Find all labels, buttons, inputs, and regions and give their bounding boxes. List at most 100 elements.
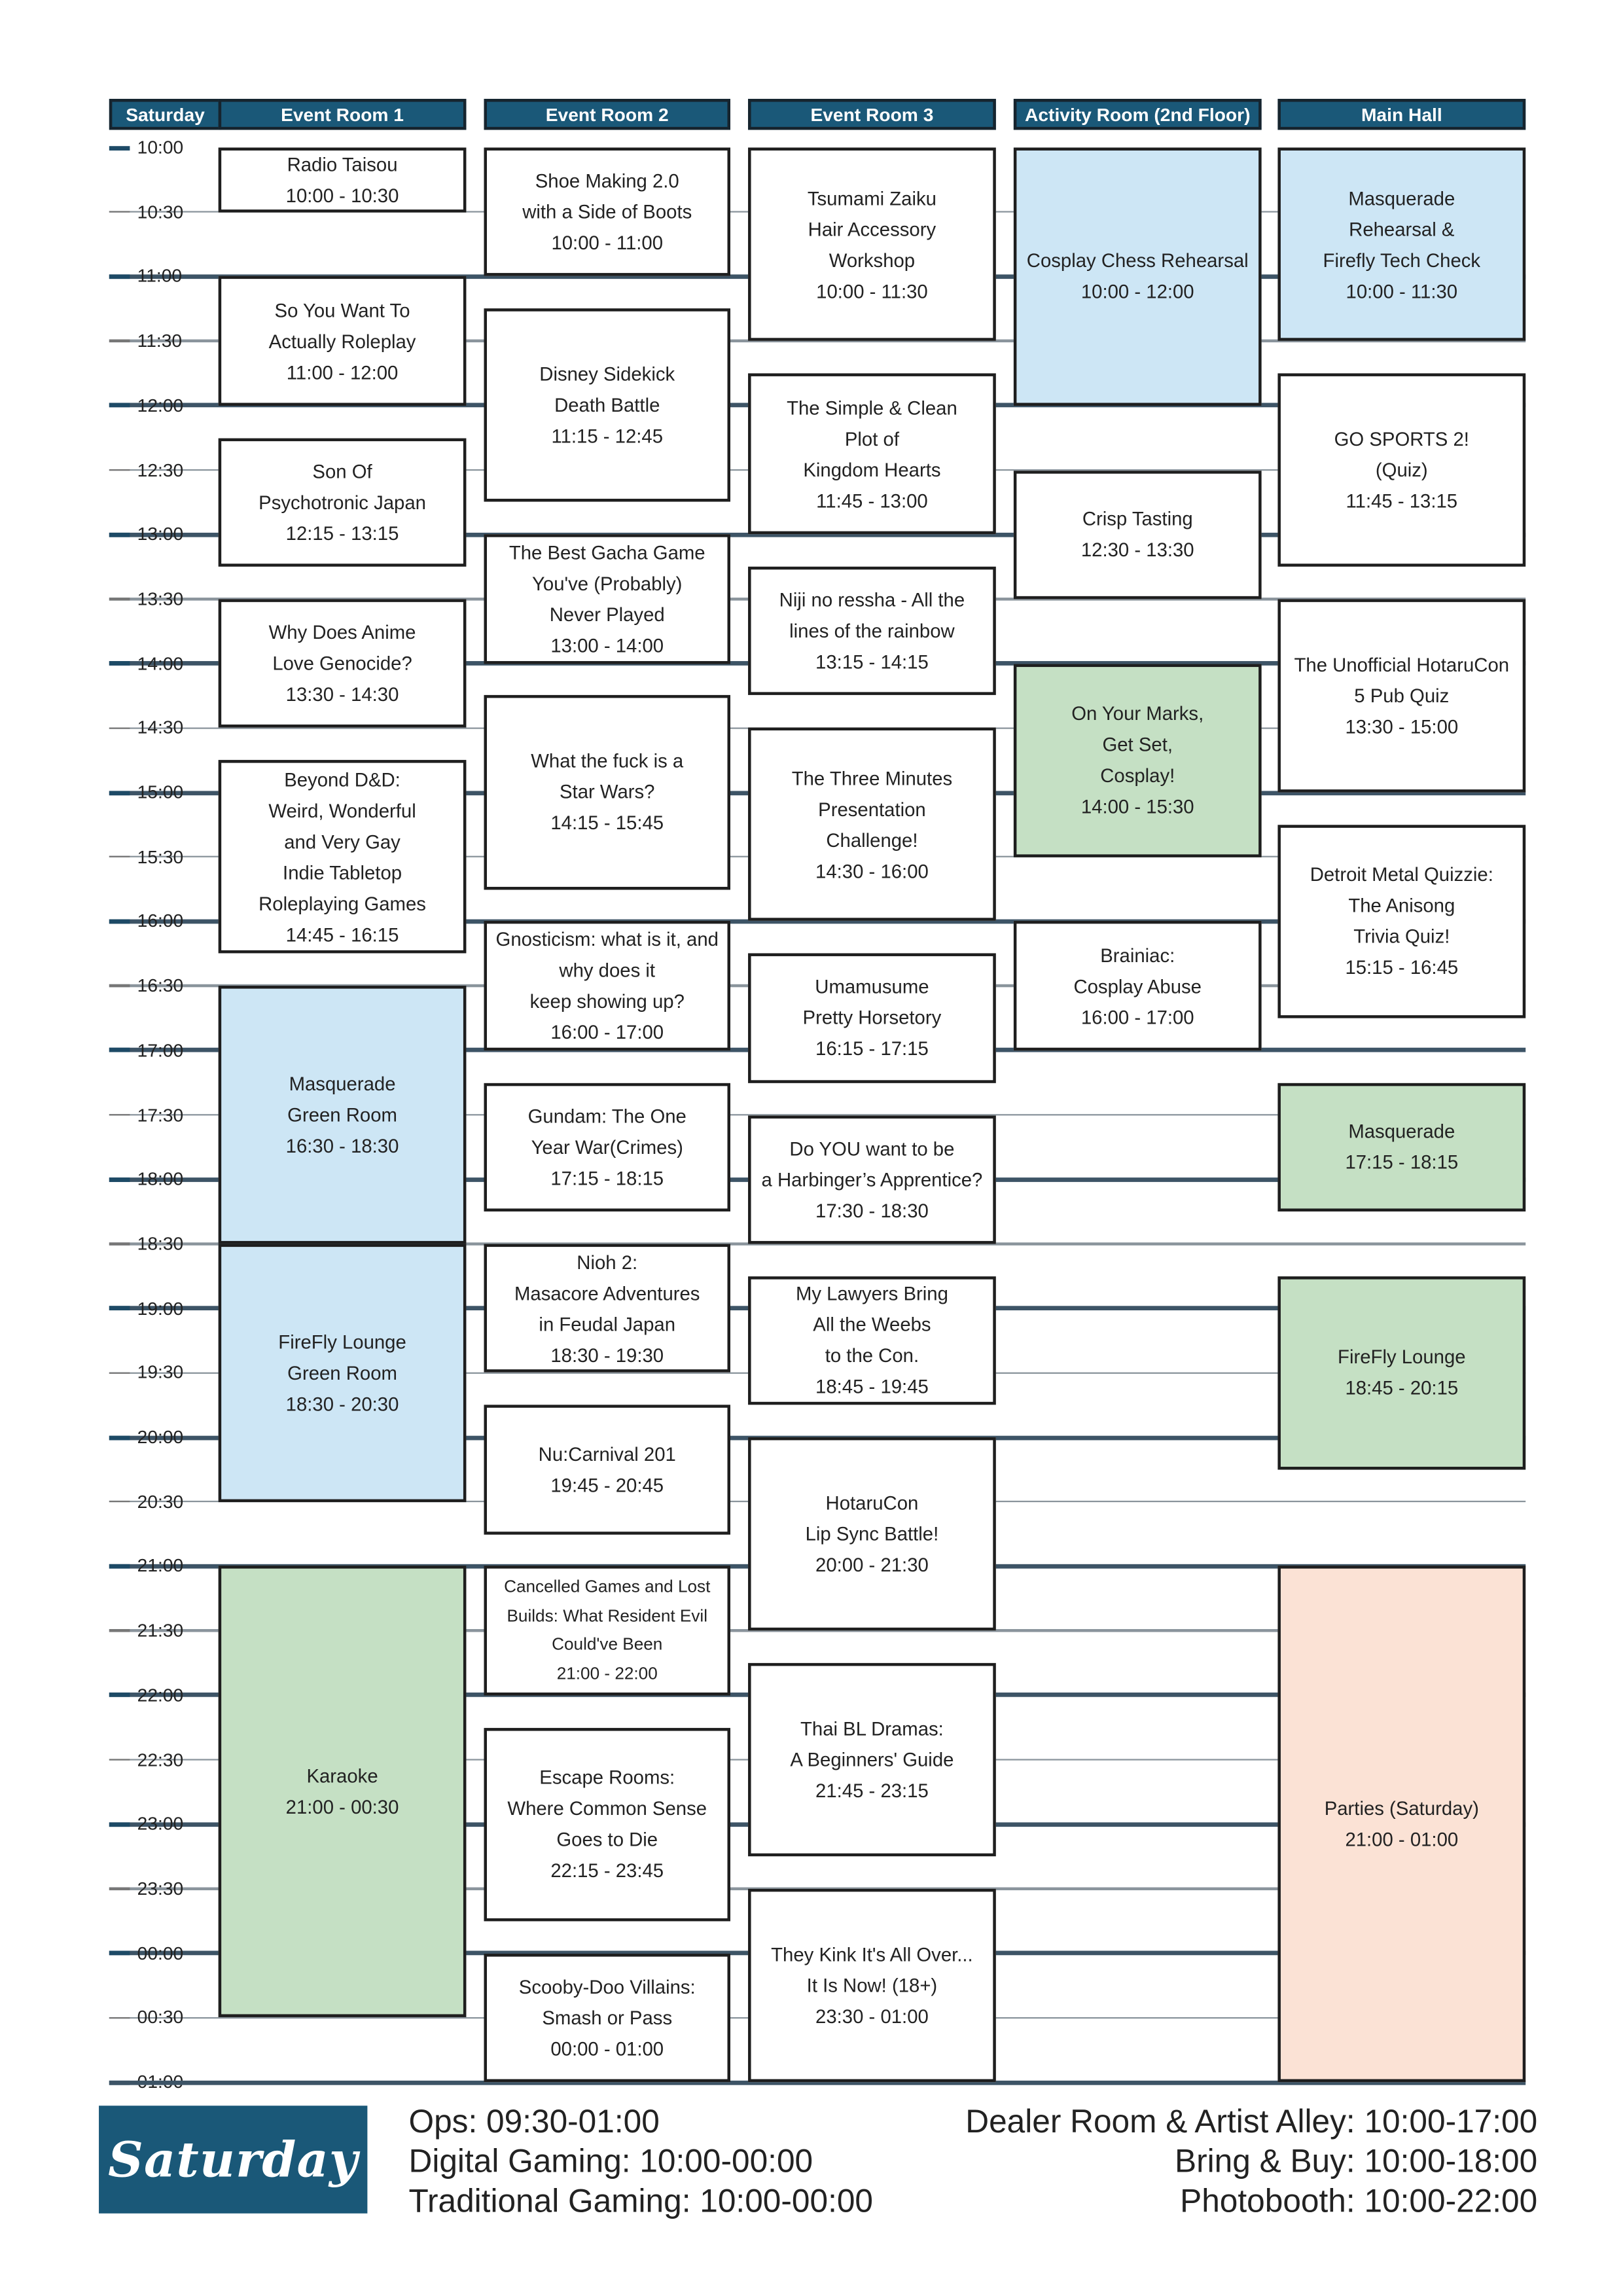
event-title-line: Parties (Saturday) bbox=[1324, 1797, 1479, 1820]
time-tick bbox=[109, 211, 130, 213]
time-label: 18:00 bbox=[137, 1169, 184, 1190]
time-label: 18:30 bbox=[137, 1233, 184, 1255]
day-logo: Saturday bbox=[99, 2106, 368, 2214]
event-title-line: Death Battle bbox=[554, 394, 660, 417]
day-header: Saturday bbox=[109, 99, 222, 130]
event-title-line: Weird, Wonderful bbox=[268, 799, 416, 822]
event-time: 14:45 - 16:15 bbox=[285, 923, 399, 946]
time-label: 17:00 bbox=[137, 1039, 184, 1061]
event-title-line: Kingdom Hearts bbox=[803, 458, 941, 480]
time-label: 20:30 bbox=[137, 1491, 184, 1513]
event-time: 12:30 - 13:30 bbox=[1080, 539, 1194, 562]
event-title-line: Do YOU want to be bbox=[789, 1137, 955, 1160]
grid-line bbox=[109, 1629, 1526, 1632]
event-time: 11:45 - 13:00 bbox=[816, 489, 928, 512]
event-title-line: Masquerade bbox=[1348, 187, 1455, 209]
time-tick bbox=[109, 726, 130, 729]
event-time: 21:45 - 23:15 bbox=[815, 1779, 929, 1802]
event-title-line: Year War(Crimes) bbox=[531, 1136, 683, 1158]
room-header-5: Main Hall bbox=[1277, 99, 1526, 130]
event-block: GO SPORTS 2!(Quiz)11:45 - 13:15 bbox=[1277, 373, 1526, 567]
event-time: 18:45 - 20:15 bbox=[1345, 1377, 1459, 1399]
time-tick bbox=[109, 532, 130, 537]
time-tick bbox=[109, 855, 130, 858]
event-title-line: Beyond D&D: bbox=[284, 768, 401, 791]
event-time: 10:00 - 11:30 bbox=[816, 279, 928, 302]
time-tick bbox=[109, 145, 130, 150]
event-title-line: The Simple & Clean bbox=[787, 396, 957, 419]
time-label: 00:00 bbox=[137, 1943, 184, 1964]
event-time: 20:00 - 21:30 bbox=[815, 1554, 929, 1576]
time-label: 21:00 bbox=[137, 1556, 184, 1577]
event-title-line: Builds: What Resident Evil bbox=[507, 1606, 708, 1626]
event-title-line: Cancelled Games and Lost bbox=[504, 1577, 711, 1597]
event-title-line: Tsumami Zaiku bbox=[807, 187, 936, 209]
event-title-line: Get Set, bbox=[1102, 733, 1173, 756]
time-label: 23:30 bbox=[137, 1878, 184, 1899]
event-title-line: Green Room bbox=[287, 1361, 397, 1384]
footer-left: Ops: 09:30-01:00 Digital Gaming: 10:00-0… bbox=[409, 2101, 874, 2221]
event-title-line: Psychotronic Japan bbox=[259, 491, 426, 514]
time-tick bbox=[109, 1371, 130, 1374]
grid-line bbox=[109, 2079, 1526, 2085]
footer-traditional-gaming: Traditional Gaming: 10:00-00:00 bbox=[408, 2182, 874, 2219]
logo-text: Saturday bbox=[108, 2130, 359, 2189]
time-tick bbox=[109, 790, 130, 795]
event-title-line: Karaoke bbox=[306, 1765, 378, 1787]
event-title-line: So You Want To bbox=[274, 298, 410, 321]
time-label: 00:30 bbox=[137, 2007, 184, 2028]
event-time: 10:00 - 11:30 bbox=[1346, 279, 1458, 302]
event-title-line: Umamusume bbox=[815, 976, 929, 999]
time-tick bbox=[109, 1950, 130, 1956]
event-title-line: HotaruCon bbox=[825, 1492, 919, 1515]
event-time: 16:00 - 17:00 bbox=[1080, 1005, 1194, 1028]
time-tick bbox=[109, 469, 130, 471]
event-time: 11:45 - 13:15 bbox=[1346, 490, 1458, 512]
time-label: 15:30 bbox=[137, 846, 184, 867]
event-time: 10:00 - 10:30 bbox=[285, 184, 399, 207]
grid-line bbox=[109, 340, 1526, 342]
time-label: 21:30 bbox=[137, 1620, 184, 1641]
event-title-line: Plot of bbox=[844, 427, 899, 450]
event-title-line: Hair Accessory bbox=[808, 217, 936, 240]
time-label: 15:00 bbox=[137, 781, 184, 803]
event-block: They Kink It's All Over...It Is Now! (18… bbox=[748, 1888, 996, 2083]
event-title-line: Nu:Carnival 201 bbox=[538, 1443, 676, 1465]
time-tick bbox=[109, 1821, 130, 1827]
footer-digital-gaming: Digital Gaming: 10:00-00:00 bbox=[408, 2142, 813, 2179]
time-label: 11:00 bbox=[137, 266, 183, 287]
event-time: 17:30 - 18:30 bbox=[815, 1199, 929, 1222]
footer-dealer-room: Dealer Room & Artist Alley: 10:00-17:00 bbox=[965, 2102, 1538, 2140]
event-title-line: Crisp Tasting bbox=[1082, 507, 1193, 530]
event-title-line: Never Played bbox=[549, 603, 665, 626]
time-label: 10:00 bbox=[137, 137, 184, 158]
event-title-line: On Your Marks, bbox=[1071, 702, 1204, 725]
event-title-line: The Best Gacha Game bbox=[508, 541, 705, 564]
time-tick bbox=[109, 598, 130, 600]
event-time: 16:00 - 17:00 bbox=[550, 1021, 664, 1044]
event-time: 18:45 - 19:45 bbox=[815, 1376, 929, 1399]
event-time: 13:00 - 14:00 bbox=[550, 634, 664, 657]
event-title-line: Trivia Quiz! bbox=[1353, 925, 1450, 948]
event-title-line: (Quiz) bbox=[1375, 459, 1428, 481]
event-title-line: Star Wars? bbox=[560, 781, 655, 804]
event-block: Parties (Saturday)21:00 - 01:00 bbox=[1277, 1566, 1526, 2083]
time-label: 13:00 bbox=[137, 524, 184, 545]
time-label: 13:30 bbox=[137, 588, 184, 609]
event-title-line: Cosplay Chess Rehearsal bbox=[1026, 249, 1249, 272]
time-label: 19:30 bbox=[137, 1362, 184, 1384]
event-time: 13:15 - 14:15 bbox=[815, 651, 929, 673]
